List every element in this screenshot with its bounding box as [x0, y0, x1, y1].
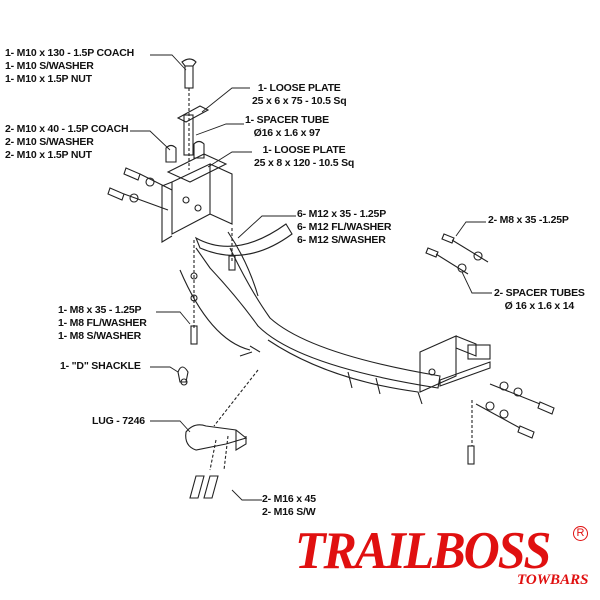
callout-line: 1- M10 x 1.5P NUT [5, 73, 92, 85]
upper-fixings [107, 58, 233, 243]
callout-line: 1- LOOSE PLATE [262, 144, 346, 156]
callout-m12-bolts: 6- M12 x 35 - 1.25P 6- M12 FL/WASHER 6- … [297, 208, 391, 247]
towbar-main-tube [179, 223, 491, 405]
callout-line: LUG - 7246 [92, 415, 145, 427]
callout-line: 6- M12 FL/WASHER [297, 221, 392, 233]
callout-line: 1- M8 FL/WASHER [58, 317, 147, 329]
callout-m8-bolts-left: 1- M8 x 35 - 1.25P 1- M8 FL/WASHER 1- M8… [58, 304, 147, 343]
callout-line: 25 x 8 x 120 - 10.5 Sq [254, 157, 355, 169]
callout-m16-bolts: 2- M16 x 45 2- M16 S/W [262, 493, 316, 519]
left-lower-fixings [177, 228, 261, 386]
callout-loose-plate-bottom: 1- LOOSE PLATE 25 x 8 x 120 - 10.5 Sq [254, 144, 354, 170]
callout-m8-bolts-right: 2- M8 x 35 -1.25P [488, 214, 569, 227]
callout-line: 2- M10 x 40 - 1.5P COACH [5, 123, 129, 135]
logo-brand: TRAILBOSS [295, 520, 551, 580]
callout-line: 6- M12 x 35 - 1.25P [297, 208, 387, 220]
callout-line: 1- M10 x 130 - 1.5P COACH [5, 47, 135, 59]
callout-line: 2- M16 x 45 [262, 493, 316, 505]
callout-spacer-tube: 1- SPACER TUBE Ø16 x 1.6 x 97 [245, 114, 329, 140]
callout-line: 1- SPACER TUBE [245, 114, 329, 126]
callout-line: 1- LOOSE PLATE [257, 82, 341, 94]
callout-line: 1- "D" SHACKLE [60, 360, 141, 372]
callout-lug: LUG - 7246 [92, 415, 145, 428]
callout-line: 2- M16 S/W [262, 506, 316, 518]
callout-line: 2- SPACER TUBES [494, 287, 585, 299]
callout-line: 1- M8 x 35 - 1.25P [58, 304, 142, 316]
tow-lug [185, 369, 259, 499]
callout-loose-plate-top: 1- LOOSE PLATE 25 x 6 x 75 - 10.5 Sq [252, 82, 347, 108]
callout-d-shackle: 1- "D" SHACKLE [60, 360, 141, 373]
right-fixings [425, 233, 555, 465]
registered-mark: R [573, 526, 588, 541]
callout-line: 25 x 6 x 75 - 10.5 Sq [252, 95, 347, 107]
callout-line: 1- M10 S/WASHER [5, 60, 94, 72]
callout-line: 2- M8 x 35 -1.25P [488, 214, 569, 226]
callout-line: 2- M10 S/WASHER [5, 136, 94, 148]
callout-line: Ø 16 x 1.6 x 14 [504, 300, 575, 312]
callout-line: 2- M10 x 1.5P NUT [5, 149, 92, 161]
callout-coach-bolt-short: 2- M10 x 40 - 1.5P COACH 2- M10 S/WASHER… [5, 123, 129, 162]
logo-subtitle: TOWBARS [517, 572, 589, 588]
leader-lines [130, 54, 492, 501]
callout-line: 6- M12 S/WASHER [297, 234, 386, 246]
callout-line: Ø16 x 1.6 x 97 [253, 127, 321, 139]
callout-coach-bolt-long: 1- M10 x 130 - 1.5P COACH 1- M10 S/WASHE… [5, 47, 134, 86]
callout-line: 1- M8 S/WASHER [58, 330, 141, 342]
callout-spacer-tubes-right: 2- SPACER TUBES Ø 16 x 1.6 x 14 [494, 287, 585, 313]
trailboss-logo: TRAILBOSS R TOWBARS [295, 520, 595, 594]
